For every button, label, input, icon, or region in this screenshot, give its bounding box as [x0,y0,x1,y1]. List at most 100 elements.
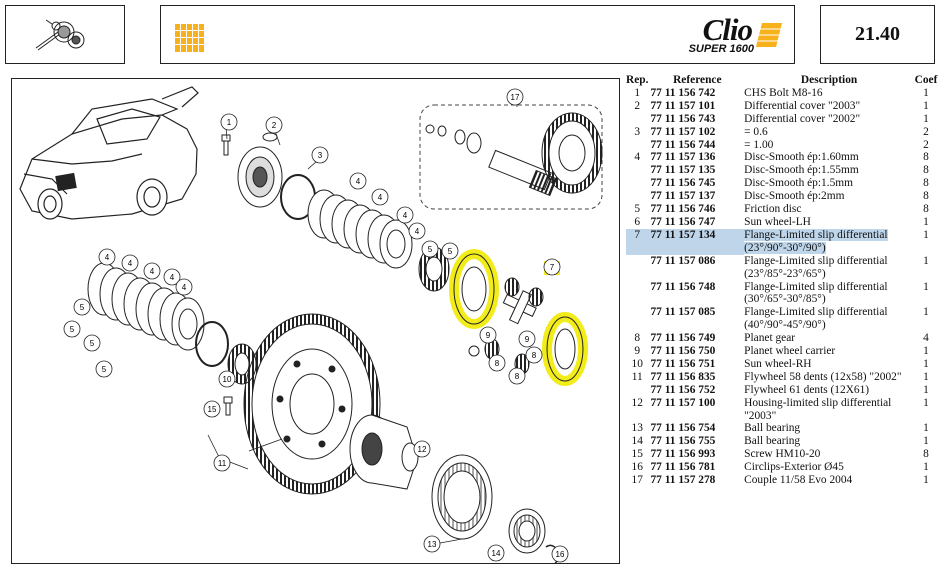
callout-circle [220,113,238,131]
coef-cell: 1 [923,383,929,396]
callout-5: 5 [95,360,113,378]
logo-subtitle: SUPER 1600 [688,43,754,55]
page-number-box: 21.40 [820,5,935,64]
callout-circle [63,320,81,338]
callout-label: 4 [356,177,361,186]
description-cell: Flange-Limited slip differential(23°/90°… [744,228,914,255]
coef-cell: 1 [923,228,929,241]
description-line: Flange-Limited slip differential [744,306,888,319]
coef-cell: 4 [923,332,929,345]
reference-cell: 77 11 156 751 [650,357,716,370]
description-cell: Disc-Smooth ép:1.60mm [744,151,914,164]
callout-5: 5 [63,320,81,338]
description-cell: Disc-Smooth ép:1.55mm [744,164,914,177]
callout-4: 4 [349,172,367,190]
reference-cell: 77 11 156 742 [650,86,716,99]
callout-circle [551,545,569,563]
description-line: Disc-Smooth ép:1.60mm [744,151,859,164]
description-cell: Differential cover "2003" [744,100,914,113]
callout-4: 4 [121,254,139,272]
description-line: Differential cover "2002" [744,112,861,125]
description-line: Sun wheel-LH [744,215,811,228]
coef-cell: 2 [923,125,929,138]
description-line: Screw HM10-20 [744,448,821,461]
callout-label: 4 [105,253,110,262]
rep-cell [626,190,648,203]
description-line: Couple 11/58 Evo 2004 [744,474,853,487]
callout-label: 8 [495,359,500,368]
rep-cell: 15 [631,448,643,461]
pinion-shaft [425,124,558,197]
description-cell: Flange-Limited slip differential(30°/65°… [744,281,914,307]
callout-label: 4 [415,227,420,236]
callout-5: 5 [421,240,439,258]
callout-circle [413,440,431,458]
callout-17: 17 [506,88,524,106]
description-cell: Flange-Limited slip differential(40°/90°… [744,306,914,332]
description-line: = 1.00 [744,138,774,151]
description-line: Flange-Limited slip differential [744,280,888,293]
description-cell: Ball bearing [744,435,914,448]
coef-cell: 1 [923,345,929,358]
callout-circle [98,248,116,266]
callout-label: 13 [428,540,437,549]
callout-circle [121,254,139,272]
callout-label: 11 [218,459,227,468]
callout-8: 8 [525,346,543,364]
description-cell: Sun wheel-RH [744,358,914,371]
callout-circle [518,330,536,348]
callout-label: 5 [428,245,433,254]
description-cell: Planet wheel carrier [744,345,914,358]
rep-cell [626,306,648,332]
callout-circle [143,262,161,280]
description-line: (30°/65°-30°/85°) [744,293,826,306]
description-line: Sun wheel-RH [744,357,812,370]
coef-cell: 8 [923,177,929,190]
callout-circle [371,188,389,206]
callout-circle [83,334,101,352]
rep-cell [626,281,648,307]
rep-cell: 12 [631,396,643,409]
callout-circle [218,370,236,388]
callout-label: 7 [550,263,555,272]
coef-cell: 8 [923,164,929,177]
shim-lower [195,321,229,367]
description-cell: Flywheel 58 dents (12x58) "2002" [744,371,914,384]
rep-cell: 1 [634,86,641,99]
rep-cell: 16 [631,461,643,474]
callout-label: 5 [90,339,95,348]
coef-cell: 1 [923,461,929,474]
callout-circle [408,222,426,240]
rep-cell: 5 [634,203,641,216]
callout-circle [421,240,439,258]
rep-cell: 7 [626,228,649,255]
callout-circle [487,544,505,562]
reference-cell: 77 11 157 101 [650,99,716,112]
rep-cell: 4 [634,151,641,164]
differential-thumbnail-icon [35,19,85,51]
flywheel [243,313,381,495]
callout-circle [95,360,113,378]
description-cell: Flange-Limited slip differential(23°/85°… [744,255,914,281]
reference-cell: 77 11 157 134 [648,228,745,255]
reference-cell: 77 11 156 748 [650,280,716,293]
reference-cell: 77 11 156 755 [650,435,716,448]
callout-9: 9 [479,326,497,344]
callout-13: 13 [423,535,441,553]
rep-cell: 2 [634,99,641,112]
callout-circle [479,326,497,344]
col-rep: Rep. [626,74,649,86]
crown-wheel-small [541,112,603,194]
reference-cell: 77 11 157 102 [650,125,716,138]
